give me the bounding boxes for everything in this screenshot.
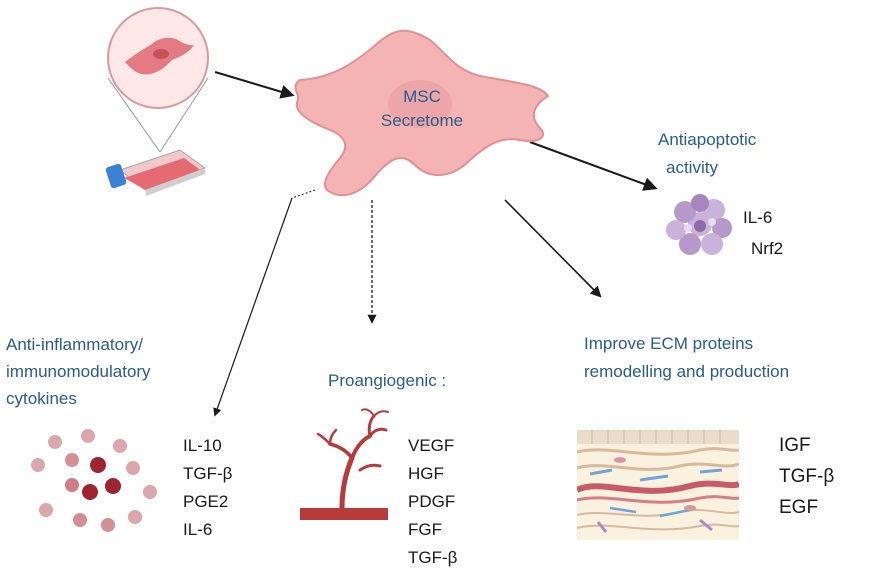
proangiogenic-section: Proangiogenic : VEGF HGF PDGF FGF TGF-β	[300, 371, 458, 567]
msc-secretome-cell: MSC Secretome	[294, 29, 550, 197]
antiapoptotic-section: Antiapoptotic activity IL-6 Nrf2	[658, 130, 783, 258]
anti-inflammatory-marker: TGF-β	[183, 464, 233, 483]
apoptotic-cell-icon	[666, 194, 732, 255]
arrow-to-ecm	[504, 199, 602, 298]
ecm-tissue-icon	[577, 430, 739, 540]
antiapoptotic-title-line1: Antiapoptotic	[658, 130, 757, 149]
anti-inflammatory-title-line1: Anti-inflammatory/	[6, 335, 143, 354]
cell-nucleus	[388, 80, 452, 128]
ecm-title-line1: Improve ECM proteins	[584, 334, 753, 353]
blood-vessel-icon	[316, 408, 389, 511]
anti-inflammatory-marker: IL-6	[183, 520, 212, 539]
msc-culture-illustration	[105, 7, 209, 196]
proangiogenic-marker: FGF	[408, 520, 442, 539]
center-label-line2: Secretome	[381, 111, 463, 130]
anti-inflammatory-section: Anti-inflammatory/ immunomodulatory cyto…	[6, 335, 233, 539]
culture-flask-icon	[105, 149, 207, 196]
proangiogenic-marker: VEGF	[408, 436, 454, 455]
ecm-section: Improve ECM proteins remodelling and pro…	[577, 334, 834, 540]
antiapoptotic-marker: IL-6	[743, 208, 772, 227]
antiapoptotic-marker: Nrf2	[751, 239, 783, 258]
proangiogenic-marker: HGF	[408, 464, 444, 483]
vessel-base	[300, 508, 388, 520]
arrow-to-secretome	[214, 71, 295, 99]
proangiogenic-marker: PDGF	[408, 492, 455, 511]
anti-inflammatory-marker: PGE2	[183, 492, 228, 511]
anti-inflammatory-marker: IL-10	[183, 436, 222, 455]
proangiogenic-marker: TGF-β	[408, 548, 458, 567]
anti-inflammatory-title-line2: immunomodulatory	[6, 362, 151, 381]
ecm-marker: EGF	[779, 497, 818, 518]
proangiogenic-title: Proangiogenic :	[328, 371, 446, 390]
arrow-to-anti-inflammatory	[213, 197, 293, 417]
ecm-title-line2: remodelling and production	[584, 362, 789, 381]
antiapoptotic-title-line2: activity	[666, 158, 718, 177]
arrow-to-antiapoptotic	[529, 141, 658, 191]
ecm-marker: TGF-β	[779, 466, 834, 487]
cytokine-cluster-icon	[31, 429, 157, 532]
center-label-line1: MSC	[403, 87, 441, 106]
ecm-marker: IGF	[779, 435, 811, 456]
anti-inflammatory-title-line3: cytokines	[6, 389, 77, 408]
flow-arrows	[213, 71, 658, 417]
